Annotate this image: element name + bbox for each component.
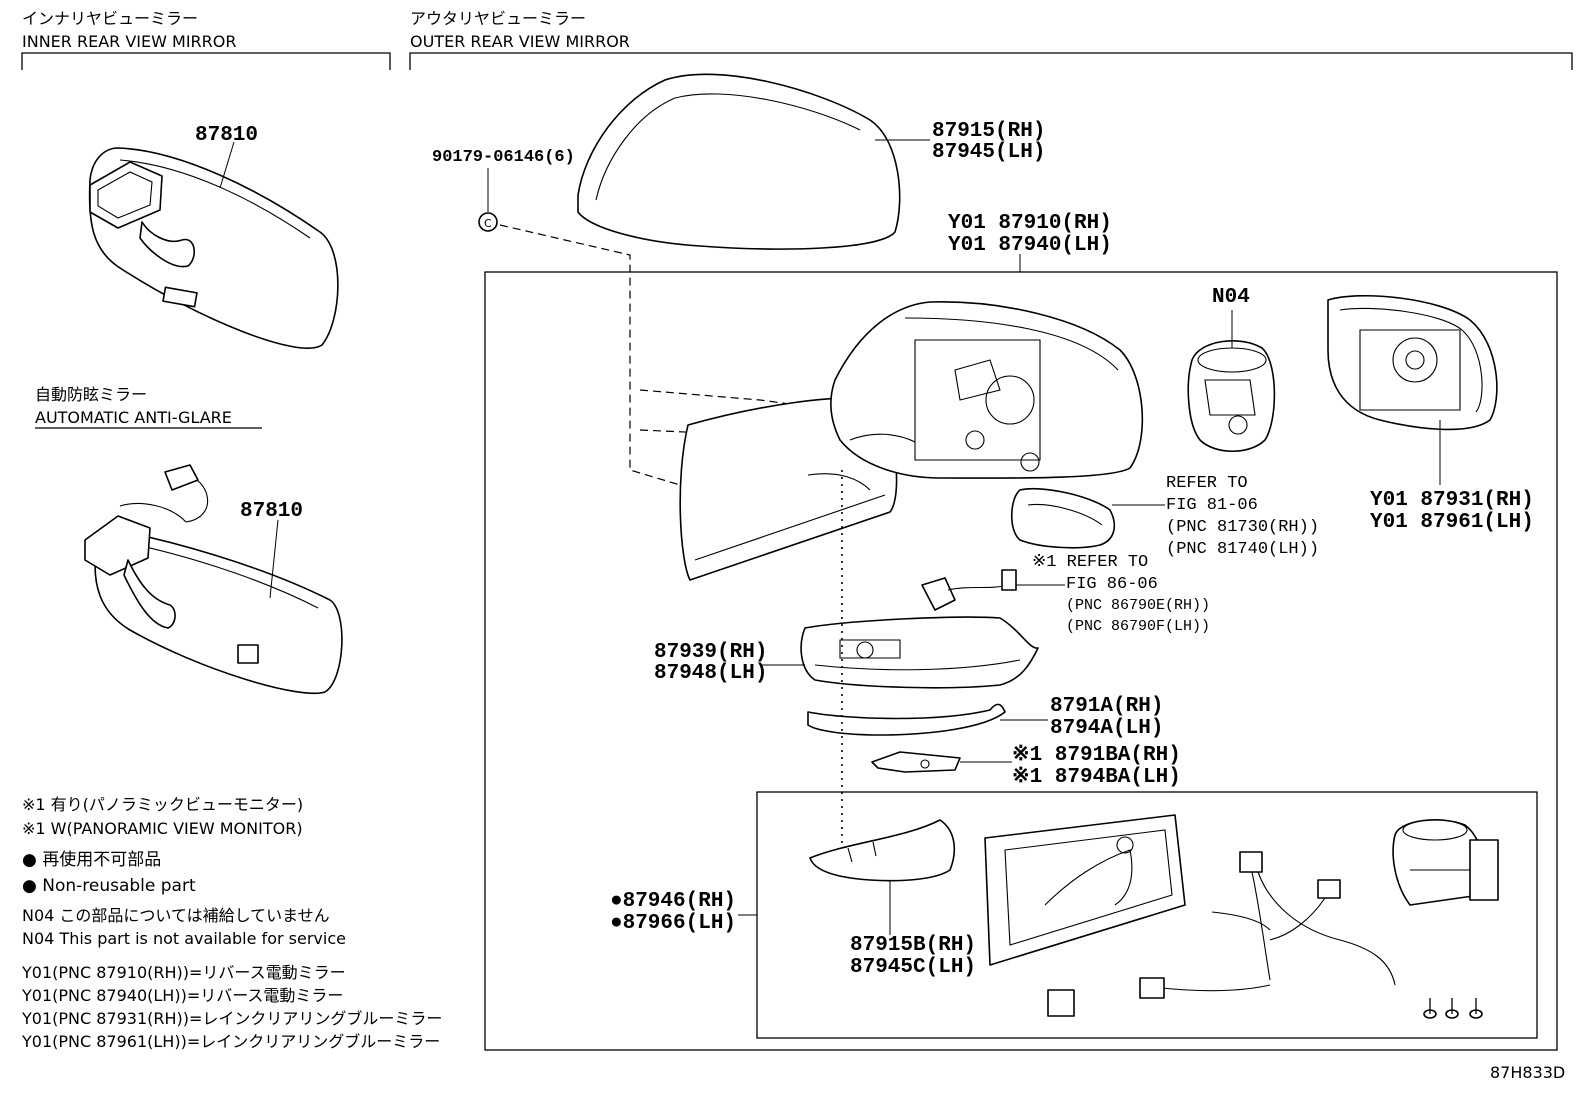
note-7: Y01(PNC 87910(RH))=リバース電動ミラー [21,963,346,982]
cover-piece-87915B[interactable] [809,819,956,935]
auto-title-en: AUTOMATIC ANTI-GLARE [35,408,232,427]
ref1-line4: (PNC 81740(LH)) [1166,540,1319,559]
label-87915: 87915(RH) [932,120,1045,143]
trim-strip-8791A[interactable] [807,703,1048,736]
note-1: ※1 有り(パノラミックビューモニター) [22,795,303,814]
note-2: ※1 W(PANORAMIC VIEW MONITOR) [22,819,303,838]
ref2-line4: (PNC 86790F(LH)) [1066,618,1210,635]
ref1-line1: REFER TO [1166,474,1248,493]
label-87810-inner: 87810 [195,124,258,147]
notes-block: ※1 有り(パノラミックビューモニター) ※1 W(PANORAMIC VIEW… [21,795,442,1051]
ref2-line2: FIG 86-06 [1066,575,1158,594]
label-bolt: 90179-06146(6) [432,148,575,167]
note-4: ● Non-reusable part [22,876,196,896]
kit-motor-unit[interactable] [1392,819,1499,906]
label-87810-auto: 87810 [240,500,303,523]
mirror-body-housing[interactable] [830,301,1144,479]
label-8794BA: ※1 8794BA(LH) [1012,765,1181,789]
label-87945: 87945(LH) [932,141,1045,164]
ref1-line2: FIG 81-06 [1166,496,1258,515]
ref1-line3: (PNC 81730(RH)) [1166,518,1319,537]
note-9: Y01(PNC 87931(RH))=レインクリアリングブルーミラー [21,1009,442,1028]
ref2-line1: ※1 REFER TO [1032,553,1148,572]
label-87931: Y01 87931(RH) [1370,489,1534,512]
outer-title-jp: アウタリヤビューミラー [410,9,586,28]
turn-signal-lamp[interactable] [1010,487,1165,549]
wire-harness[interactable] [1047,851,1396,1017]
bracket-8791BA[interactable] [871,751,1012,773]
kit-mirror-plate[interactable] [984,814,1186,966]
note-5: N04 この部品については補給していません [22,906,330,925]
screws[interactable] [1423,998,1483,1019]
label-87966: ●87966(LH) [610,912,736,935]
label-87940: Y01 87940(LH) [948,234,1112,257]
section-header-outer: アウタリヤビューミラー OUTER REAR VIEW MIRROR [409,9,1573,70]
screw-icon [1423,998,1437,1019]
note-8: Y01(PNC 87940(LH))=リバース電動ミラー [21,986,343,1005]
inner-mirror-87810[interactable] [88,141,339,349]
label-8791A: 8791A(RH) [1050,695,1163,718]
outer-title-en: OUTER REAR VIEW MIRROR [410,32,630,51]
lower-housing-87939[interactable] [760,616,1039,689]
mirror-sub-assembly-87931[interactable] [1327,294,1498,485]
assembly-box [484,271,1558,1051]
actuator-n04[interactable] [1187,310,1276,452]
label-87939: 87939(RH) [654,641,767,664]
screw-icon [1469,998,1483,1019]
note-3: ● 再使用不可部品 [22,849,161,870]
label-87915B: 87915B(RH) [850,934,976,957]
note-6: N04 This part is not available for servi… [22,929,346,948]
label-n04: N04 [1212,286,1250,309]
label-87948: 87948(LH) [654,662,767,685]
ref2-line3: (PNC 86790E(RH)) [1066,597,1210,614]
svg-text:C: C [484,217,492,230]
screw-icon [1445,998,1459,1019]
label-8791BA: ※1 8791BA(RH) [1012,743,1181,767]
label-87945C: 87945C(LH) [850,956,976,979]
auto-title-jp: 自動防眩ミラー [35,385,147,404]
figure-id: 87H833D [1490,1063,1565,1082]
label-87910: Y01 87910(RH) [948,212,1112,235]
camera-connector[interactable] [921,569,1065,611]
section-header-inner: インナリヤビューミラー INNER REAR VIEW MIRROR [21,9,391,70]
auto-anti-glare-mirror-87810[interactable] [84,464,343,695]
label-8794A: 8794A(LH) [1050,717,1163,740]
inner-title-en: INNER REAR VIEW MIRROR [22,32,237,51]
bolt-90179[interactable]: C [478,168,498,232]
note-10: Y01(PNC 87961(LH))=レインクリアリングブルーミラー [21,1032,440,1051]
section-header-auto: 自動防眩ミラー AUTOMATIC ANTI-GLARE [35,385,262,429]
label-87946: ●87946(RH) [610,890,736,913]
inner-title-jp: インナリヤビューミラー [22,9,198,28]
label-87961: Y01 87961(LH) [1370,511,1534,534]
mirror-cover-87915[interactable] [577,73,930,250]
